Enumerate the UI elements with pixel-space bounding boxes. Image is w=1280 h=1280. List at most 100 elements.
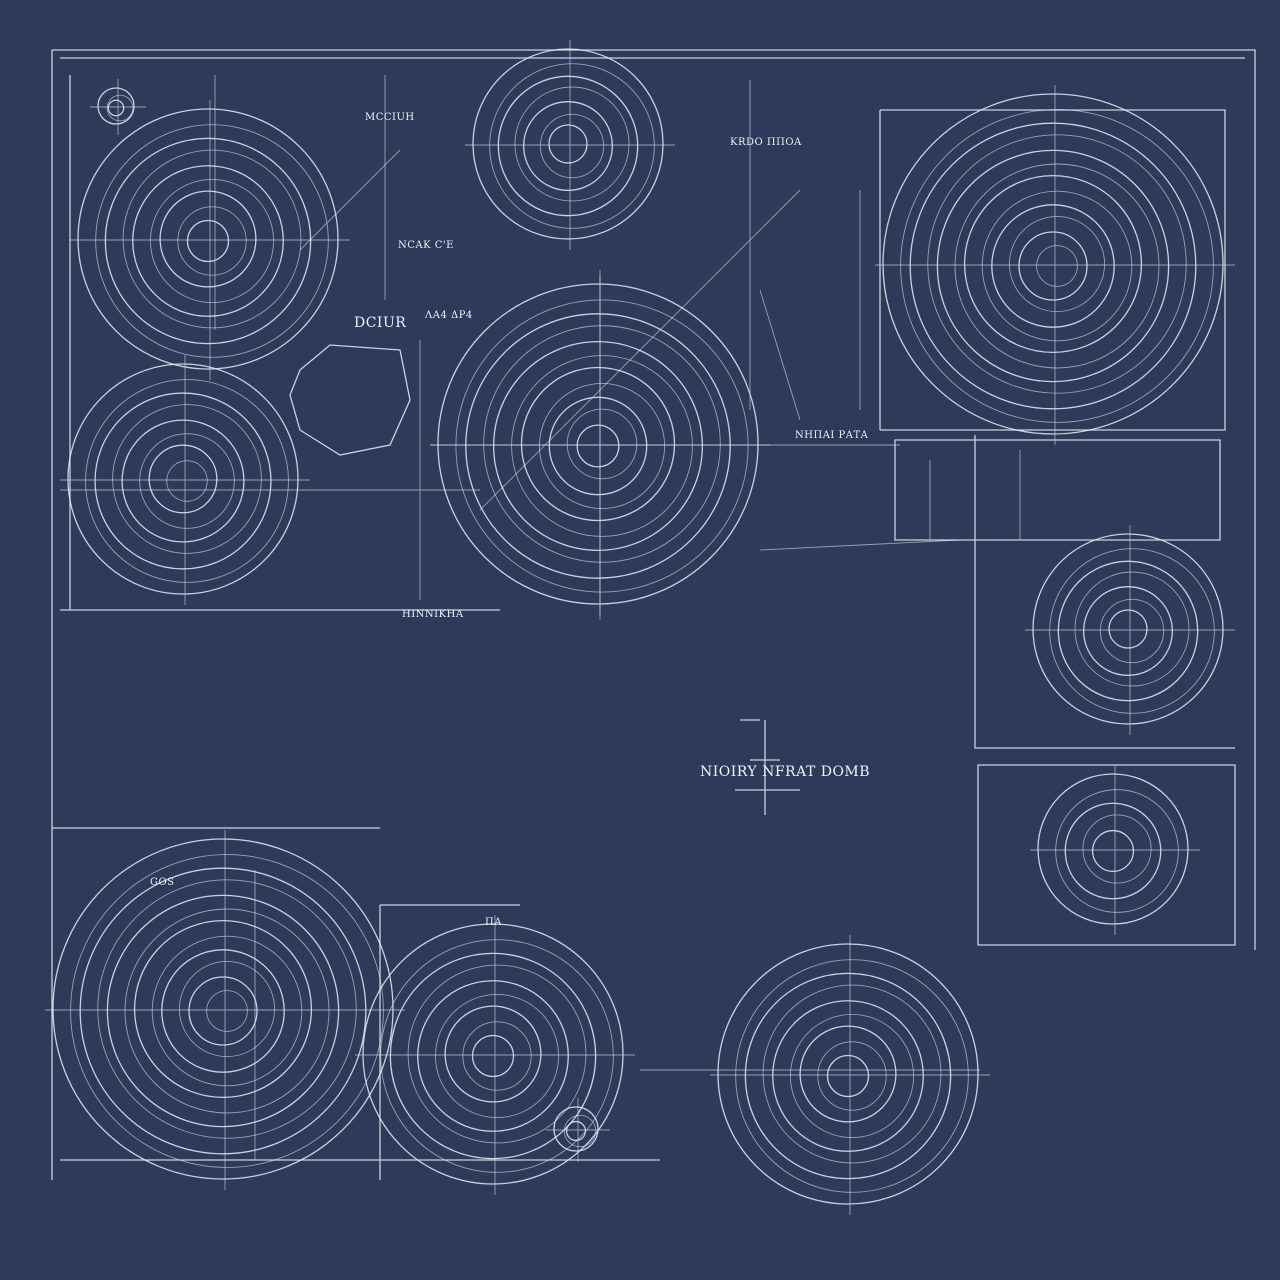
- circle-ring: [362, 923, 624, 1185]
- circle-ring: [94, 392, 272, 570]
- circle-group: [875, 85, 1235, 445]
- circle-ring: [1108, 609, 1148, 649]
- circle-ring: [981, 190, 1133, 342]
- circle-ring: [1091, 829, 1135, 873]
- circle-ring: [900, 109, 1214, 423]
- circle-ring: [511, 355, 693, 537]
- circle-ring: [161, 949, 285, 1073]
- circle-ring: [112, 404, 262, 554]
- circle-ring: [1037, 773, 1189, 925]
- circle-group: [70, 100, 350, 380]
- crosshair: [710, 935, 990, 1215]
- circle-ring: [407, 964, 587, 1144]
- circle-ring: [1055, 789, 1179, 913]
- crosshair: [60, 355, 310, 605]
- circle-ring: [909, 122, 1197, 410]
- circle-ring: [122, 149, 302, 329]
- circle-ring: [149, 178, 275, 304]
- circle-ring: [483, 325, 721, 563]
- left-title: DCIUR: [354, 315, 406, 331]
- circle-ring: [882, 93, 1224, 435]
- circle-ring: [177, 206, 247, 276]
- circle-ring: [139, 433, 235, 529]
- circle-ring: [548, 396, 648, 496]
- circle-ring: [472, 48, 664, 240]
- circle-ring: [954, 163, 1160, 369]
- crosshair: [1030, 765, 1200, 935]
- circle-ring: [817, 1041, 887, 1111]
- circle-ring: [444, 1005, 542, 1103]
- circle-ring: [471, 1034, 515, 1078]
- circle-ring: [1049, 548, 1215, 714]
- small-note: ΗΙΝΝΙΚΗΑ: [402, 609, 464, 620]
- circle-ring: [1083, 586, 1173, 676]
- circle-ring: [762, 984, 942, 1164]
- text-labels: NIOIRY NFRAT DOMB DCIUR ΛΑ4 ΔΡ4 MCCIUH K…: [150, 112, 870, 928]
- circle-ring: [434, 993, 560, 1119]
- crosshair: [45, 830, 405, 1190]
- circle-ring: [1008, 215, 1106, 313]
- circle-group: [355, 915, 635, 1195]
- circle-group: [546, 1098, 610, 1162]
- circle-ring: [52, 838, 394, 1180]
- circle-ring: [772, 1000, 924, 1152]
- circle-ring: [132, 165, 284, 317]
- circle-ring: [79, 867, 367, 1155]
- circle-ring: [520, 366, 676, 522]
- circle-group: [90, 79, 146, 135]
- circle-ring: [538, 382, 666, 510]
- circle-ring: [553, 1106, 599, 1152]
- crosshair: [430, 275, 770, 615]
- circle-ring: [1082, 814, 1152, 884]
- top-note: MCCIUH: [365, 112, 415, 123]
- circle-ring: [97, 87, 135, 125]
- crosshair: [546, 1098, 610, 1162]
- circle-ring: [389, 952, 597, 1160]
- circle-ring: [188, 976, 258, 1046]
- circle-ring: [799, 1025, 897, 1123]
- circle-ring: [936, 149, 1170, 383]
- circle-ring: [206, 990, 248, 1032]
- circle-ring: [826, 1054, 870, 1098]
- circle-group: [710, 935, 990, 1215]
- concentric-circle-groups: [45, 40, 1235, 1215]
- left-title-sub: ΛΑ4 ΔΡ4: [424, 310, 473, 321]
- circle-ring: [963, 174, 1143, 354]
- circle-group: [1025, 525, 1235, 735]
- circle-ring: [437, 283, 759, 605]
- circle-ring: [77, 108, 339, 370]
- circle-group: [430, 275, 770, 615]
- circle-ring: [565, 1120, 587, 1142]
- mid-note: NCAK C'E: [398, 240, 454, 251]
- circle-ring: [563, 1114, 597, 1148]
- circle-ring: [462, 1021, 532, 1091]
- circle-group: [60, 355, 310, 605]
- circle-ring: [380, 939, 614, 1173]
- circle-ring: [95, 124, 329, 358]
- circle-ring: [489, 63, 655, 229]
- circle-ring: [166, 460, 208, 502]
- circle-ring: [539, 113, 605, 179]
- circle-ring: [493, 341, 703, 551]
- crosshair: [70, 100, 350, 380]
- circle-ring: [514, 86, 630, 202]
- circle-ring: [455, 299, 749, 593]
- circle-group: [465, 40, 675, 250]
- circle-ring: [97, 879, 357, 1139]
- circle-ring: [1099, 598, 1165, 664]
- crosshair: [355, 915, 635, 1195]
- circle-ring: [70, 854, 384, 1168]
- circle-ring: [497, 75, 639, 217]
- circle-ring: [148, 444, 218, 514]
- circle-ring: [566, 408, 638, 480]
- circle-ring: [159, 190, 257, 288]
- circle-group: [45, 830, 405, 1190]
- circle-group: [1030, 765, 1200, 935]
- circle-ring: [523, 101, 613, 191]
- circle-ring: [1036, 245, 1078, 287]
- circle-ring: [106, 94, 134, 122]
- circle-ring: [85, 379, 289, 583]
- circle-ring: [576, 424, 620, 468]
